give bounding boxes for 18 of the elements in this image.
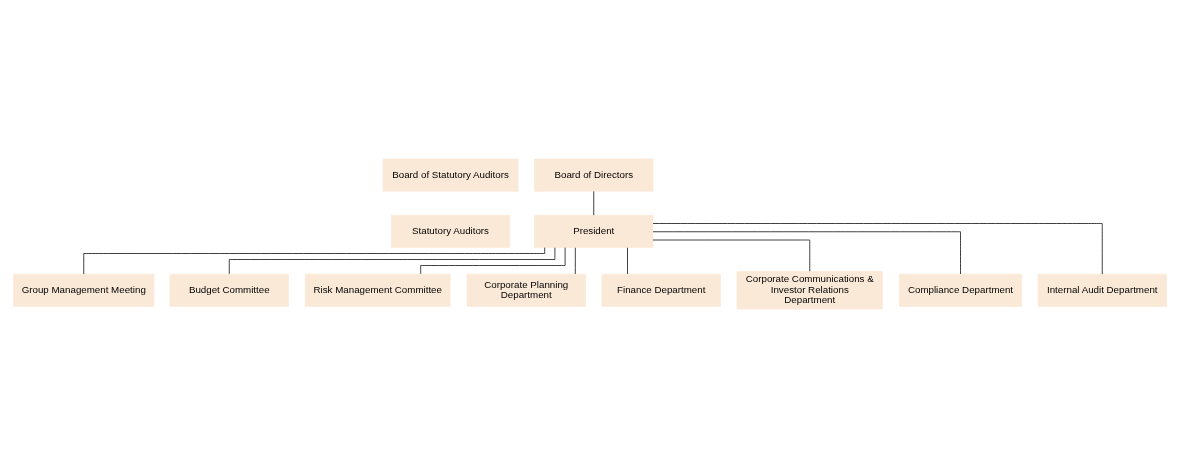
connector — [627, 246, 628, 274]
node-box: Risk Management Committee — [305, 273, 451, 307]
connector — [652, 222, 1103, 274]
node-box: President — [534, 214, 654, 248]
connector — [228, 246, 556, 274]
connector — [652, 230, 961, 274]
node-box: Board of Directors — [534, 158, 654, 192]
node-box: Budget Committee — [169, 273, 289, 307]
connector — [83, 246, 546, 274]
node-box: Board of Statutory Auditors — [382, 158, 519, 192]
node-box: Compliance Department — [899, 273, 1022, 307]
node-box: Corporate Planning Department — [466, 273, 586, 307]
node-box: Corporate Communications & Investor Relations Department — [736, 270, 883, 309]
node-box: Statutory Auditors — [390, 214, 511, 248]
node-box: Finance Department — [601, 273, 721, 307]
connector — [420, 246, 566, 274]
node-box: Group Management Meeting — [13, 273, 155, 307]
node-box: Internal Audit Department — [1037, 273, 1167, 307]
